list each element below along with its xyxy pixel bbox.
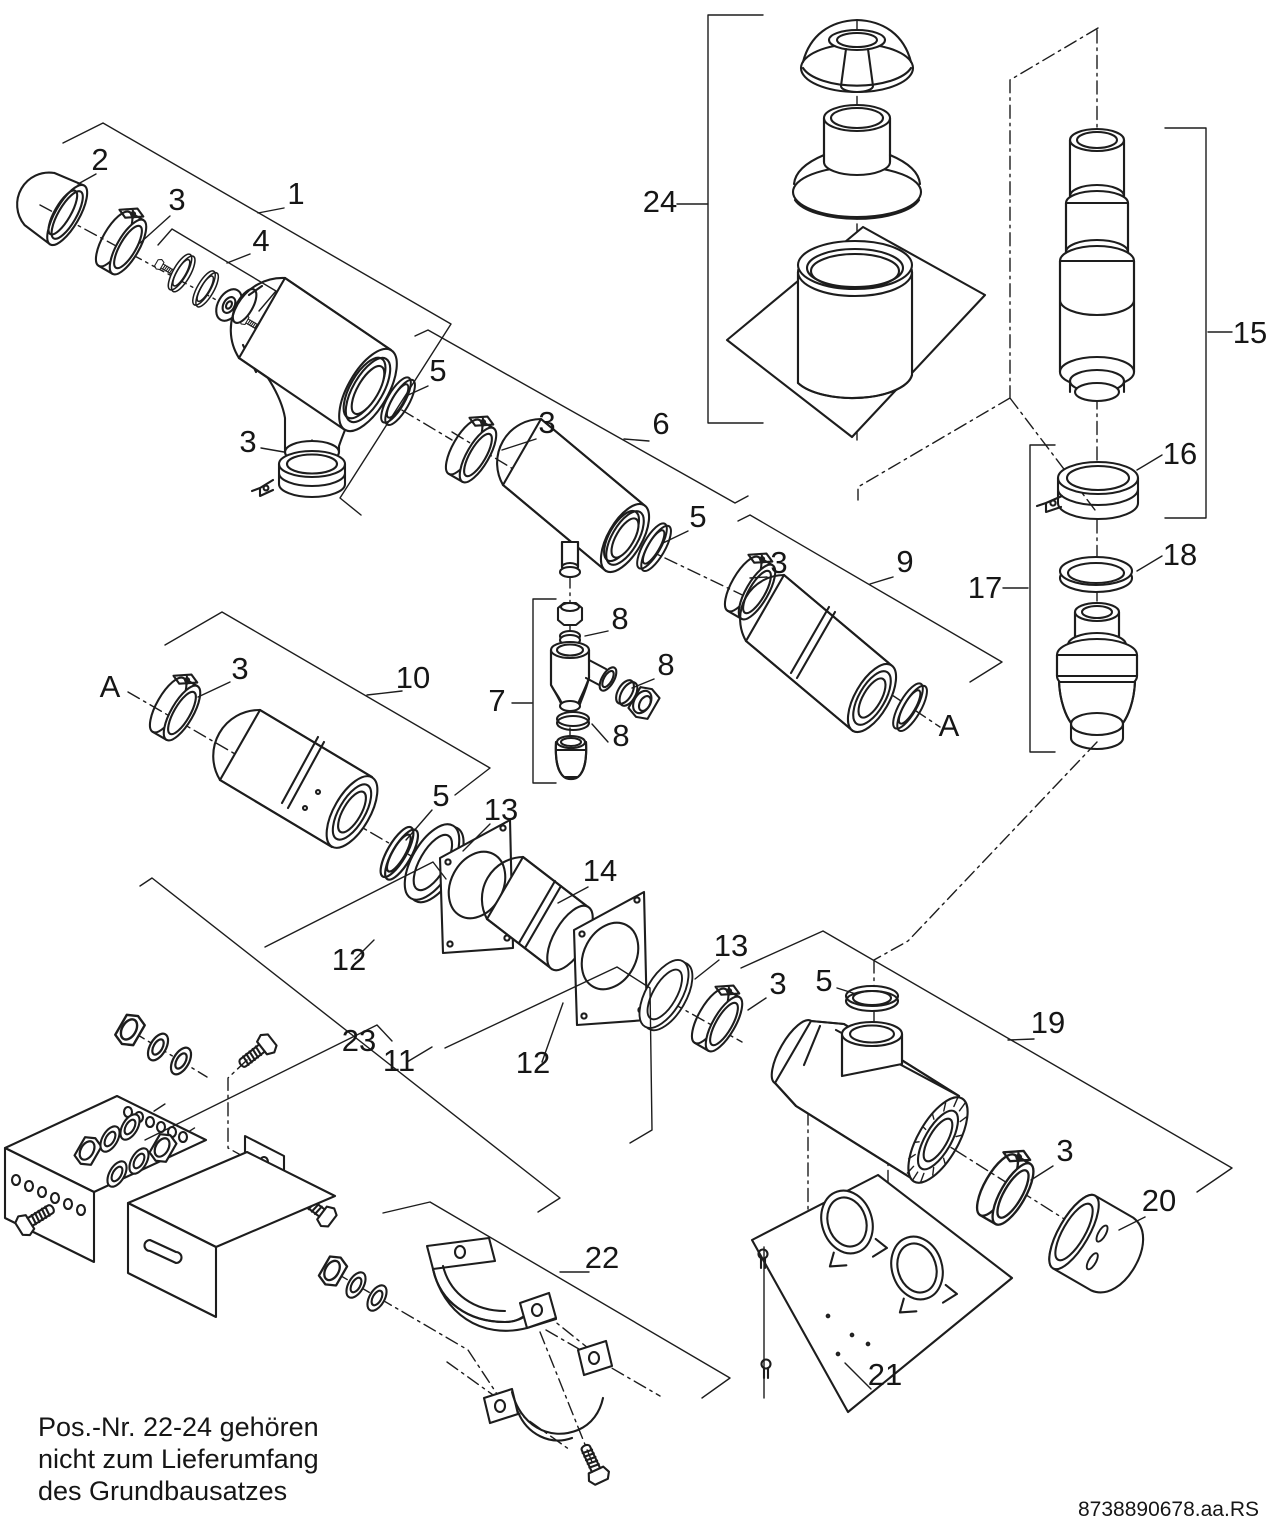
kit-1-flue-tee-assembly <box>16 171 422 499</box>
part-19-tee-body <box>770 1019 969 1184</box>
callout-label-32: 12 <box>516 1045 550 1080</box>
callout-labels: 2 1 3 4 5 3 3 6 5 3 9 24 15 16 18 17 A 3… <box>91 142 1267 1392</box>
document-number: 8738890678.aa.RS <box>1078 1498 1259 1521</box>
part-14-pipe <box>480 855 594 972</box>
scope-note-line-3: des Grundbausatzes <box>38 1476 287 1506</box>
callout-label-13: 16 <box>1163 436 1197 471</box>
callout-label-6: 3 <box>538 405 555 440</box>
lower-rail <box>126 1134 337 1319</box>
callout-label-5: 3 <box>239 424 256 459</box>
trap-cup <box>554 734 588 781</box>
fasteners <box>315 1251 613 1488</box>
kit-23-mounting-rails <box>3 1009 341 1319</box>
callout-label-38: A <box>939 708 960 743</box>
callout-label-10: 9 <box>896 544 913 579</box>
kit-11-wall-duct-short <box>480 855 754 1058</box>
scope-note: Pos.-Nr. 22-24 gehören nicht zum Lieferu… <box>38 1412 319 1506</box>
callout-label-9: 3 <box>770 545 787 580</box>
callout-label-11: 24 <box>643 184 677 219</box>
part-3-clamp <box>684 976 754 1058</box>
callout-label-24: 13 <box>484 792 518 827</box>
callout-label-17: 3 <box>231 651 248 686</box>
callout-label-34: 3 <box>1056 1133 1073 1168</box>
callout-label-14: 18 <box>1163 537 1197 572</box>
roof-plate <box>725 225 987 439</box>
part-18-gasket <box>1058 555 1134 594</box>
part-3-clamp <box>88 199 158 281</box>
callout-label-28: 3 <box>769 966 786 1001</box>
callout-label-22: 8 <box>612 718 629 753</box>
part-8-seal <box>615 679 639 707</box>
part-3-clamp <box>968 1140 1047 1232</box>
callout-label-19: 7 <box>488 683 505 718</box>
kit-6-pipe-with-drain <box>438 407 934 781</box>
kit-19-support-tee <box>750 984 1145 1414</box>
cone-cap <box>799 18 915 94</box>
pipe-6-face <box>599 502 651 574</box>
part-15-terminal-pipe <box>1058 127 1136 403</box>
part-9-pipe <box>739 573 898 734</box>
bracket-clamp <box>890 1235 959 1314</box>
callout-label-29: 5 <box>815 963 832 998</box>
callout-label-26: 12 <box>332 942 366 977</box>
upper-clamp-half <box>425 1236 558 1332</box>
callout-label-27: 13 <box>714 928 748 963</box>
kit-22-pipe-clamp <box>315 1236 614 1488</box>
callout-label-20: 8 <box>611 601 628 636</box>
tee-corrugated-end <box>906 1096 969 1184</box>
part-7-condensate-trap <box>549 601 661 781</box>
part-5-gasket-ring <box>844 984 900 1013</box>
part-17-adapter <box>1055 601 1139 751</box>
callout-label-3: 4 <box>252 223 269 258</box>
callout-label-23: 5 <box>432 778 449 813</box>
kit-15-vertical-terminal <box>1035 127 1140 751</box>
drain-spout <box>558 540 582 579</box>
callout-label-21: 8 <box>657 647 674 682</box>
part-8-nut <box>627 686 661 720</box>
callout-label-4: 5 <box>429 353 446 388</box>
callout-label-15: 17 <box>968 570 1002 605</box>
callout-label-37: 21 <box>868 1357 902 1392</box>
part-16-clamp <box>1035 460 1140 521</box>
part-3-clamp-bottom <box>250 449 347 499</box>
storm-collar <box>791 103 923 220</box>
part-2-end-cap <box>16 171 89 247</box>
callout-label-0: 2 <box>91 142 108 177</box>
scope-note-line-1: Pos.-Nr. 22-24 gehören <box>38 1412 319 1442</box>
callout-label-8: 5 <box>689 499 706 534</box>
callout-label-1: 1 <box>287 176 304 211</box>
kit-10-wall-duct <box>142 665 515 955</box>
part-8-c-ring <box>555 710 591 732</box>
callout-label-31: 11 <box>383 1043 415 1078</box>
bracket-clamp <box>820 1189 889 1268</box>
callout-leaders <box>77 173 1233 1390</box>
callout-label-36: 22 <box>585 1240 619 1275</box>
part-21-wall-bracket <box>750 1173 1014 1414</box>
part-20-end-cap <box>1048 1193 1145 1294</box>
pipe-10-face <box>325 775 379 849</box>
lower-clamp-half <box>482 1339 614 1442</box>
callout-label-30: 23 <box>342 1023 376 1058</box>
callout-label-33: 19 <box>1031 1005 1065 1040</box>
callout-label-12: 15 <box>1233 315 1267 350</box>
callout-label-16: A <box>100 669 121 704</box>
callout-label-7: 6 <box>652 406 669 441</box>
part-3-clamp <box>438 407 508 489</box>
part-1-tee-body <box>229 276 398 465</box>
callout-label-25: 14 <box>583 853 617 888</box>
kit-24-roof-flashing <box>725 18 987 439</box>
callout-label-35: 20 <box>1142 1183 1176 1218</box>
group-frames <box>62 14 1233 1399</box>
callout-label-2: 3 <box>168 182 185 217</box>
scope-note-line-2: nicht zum Lieferumfang <box>38 1444 319 1474</box>
callout-label-18: 10 <box>396 660 430 695</box>
